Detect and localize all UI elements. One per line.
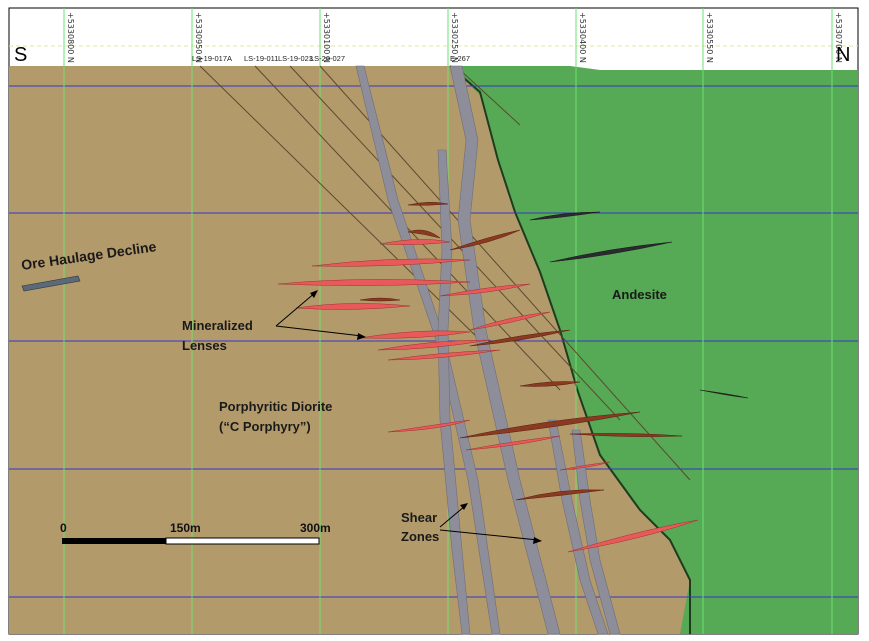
mineralized-lens xyxy=(439,283,531,297)
mineralized-lens xyxy=(469,329,571,347)
shear-arrow xyxy=(439,505,466,528)
drill-hole-label: E-267 xyxy=(450,54,470,63)
arrowhead xyxy=(310,290,318,298)
shear-zone xyxy=(449,65,561,635)
mineralized-lens xyxy=(465,435,561,451)
drill-hole-label: LS-19-011 xyxy=(244,54,278,63)
porphyritic-diorite-unit xyxy=(9,66,700,634)
shear-arrow xyxy=(439,529,539,541)
mineralized-lens xyxy=(529,211,601,221)
scale-label-300: 300m xyxy=(300,521,331,535)
drill-hole-label: LS-19-023 xyxy=(278,54,313,63)
mineralized-lens xyxy=(567,519,699,553)
level-lines xyxy=(9,85,858,598)
mineralized-arrow xyxy=(275,325,363,337)
south-direction-label: S xyxy=(14,44,27,66)
scale-bar: 0 150m 300m xyxy=(60,521,331,545)
arrowhead xyxy=(533,537,542,544)
grid-label: +5330800 N xyxy=(66,12,75,63)
shear-label-line1: Shear xyxy=(401,510,437,525)
grid-labels: +5330800 N +5330950 N +5330100 N +533025… xyxy=(66,12,843,63)
mineralized-lens xyxy=(449,229,521,251)
arrowhead xyxy=(357,333,366,340)
shear-zone xyxy=(355,65,501,635)
porphyritic-label-line2: (“C Porphyry”) xyxy=(219,419,311,434)
grid-label: +5330550 N xyxy=(705,12,714,63)
drill-hole-labels: LS-19-017A LS-19-011 LS-19-023 LS-20-027… xyxy=(192,54,470,63)
scale-label-0: 0 xyxy=(60,521,67,535)
mineralized-lens xyxy=(699,389,749,399)
mineralized-lens xyxy=(459,411,641,439)
scale-bar-white-segment xyxy=(165,537,320,545)
mineralized-lens xyxy=(519,381,581,387)
shear-label-line2: Zones xyxy=(401,529,439,544)
shear-zones xyxy=(355,65,621,635)
mineralized-label-line2: Lenses xyxy=(182,338,227,353)
mineralized-lens xyxy=(469,311,551,331)
scale-bar-black-segment xyxy=(62,538,166,544)
drill-hole-label: LS-20-027 xyxy=(310,54,345,63)
grid-label: +5330100 N xyxy=(322,12,331,63)
andesite-unit xyxy=(450,66,858,634)
arrowhead xyxy=(460,503,468,510)
shear-zone xyxy=(547,419,609,635)
mineralized-lens xyxy=(359,330,471,339)
ore-haulage-decline xyxy=(21,275,81,292)
porphyritic-label-line1: Porphyritic Diorite xyxy=(219,399,332,414)
mineralized-lens xyxy=(277,279,471,286)
mineralized-lens xyxy=(387,349,501,361)
grid-label: +5330250 N xyxy=(450,12,459,63)
mineralized-lens xyxy=(295,303,411,310)
mineralized-lens xyxy=(407,229,441,239)
mineralized-lens xyxy=(387,419,471,433)
mineralized-lens xyxy=(569,433,683,437)
shear-zone xyxy=(571,429,621,635)
andesite-label: Andesite xyxy=(612,287,667,302)
contact-line xyxy=(449,65,691,634)
north-direction-label: N xyxy=(836,44,850,66)
shear-zone xyxy=(437,149,471,635)
mineralized-lens xyxy=(311,258,471,267)
mineralized-lens xyxy=(549,241,673,263)
grid-label: +5330950 N xyxy=(194,12,203,63)
northing-grid-lines xyxy=(63,8,833,634)
mineralized-label-line1: Mineralized xyxy=(182,318,253,333)
mineralized-lens xyxy=(379,239,451,245)
grid-label: +5330400 N xyxy=(578,12,587,63)
drill-hole-label: LS-19-017A xyxy=(192,54,232,63)
mineralized-lens xyxy=(407,202,449,206)
mineralized-lens xyxy=(359,297,401,302)
grid-label: +5330700 N xyxy=(834,12,843,63)
mineralized-lenses xyxy=(277,202,749,553)
scale-label-150: 150m xyxy=(170,521,201,535)
mineralized-lens xyxy=(515,489,605,501)
mineralized-arrow xyxy=(275,291,317,327)
mineralized-lens xyxy=(559,461,611,471)
mineralized-lens xyxy=(377,339,491,351)
